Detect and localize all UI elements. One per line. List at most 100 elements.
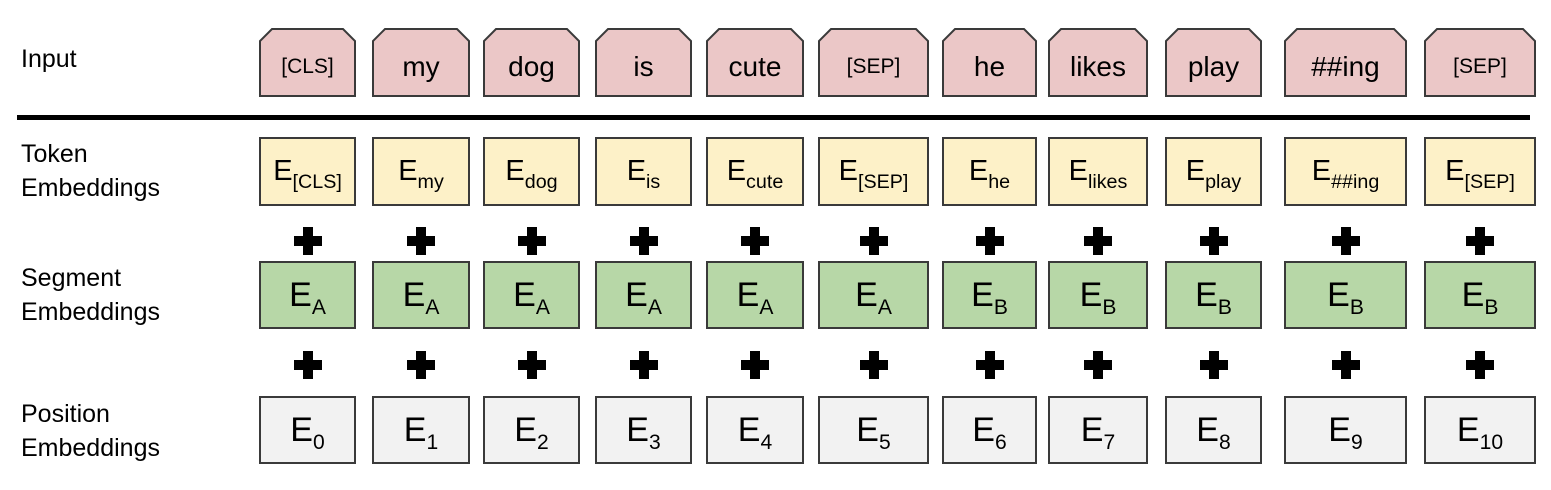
input-token-outline [818, 28, 929, 97]
segment-embedding-box: EA [706, 261, 804, 329]
token-embedding-label-base: E [726, 155, 747, 187]
position-embedding-label-subscript: 8 [1218, 431, 1231, 455]
row-label-position-line1: Position [21, 400, 110, 428]
column-5: [SEP] E[SEP] EA E5 [818, 0, 929, 490]
input-token-shape [1284, 28, 1407, 97]
position-embedding-label-base: E [1196, 410, 1219, 449]
position-embedding-label-base: E [737, 410, 761, 449]
token-embedding-label-subscript: cute [746, 170, 784, 193]
plus-icon-segment-position [629, 351, 658, 379]
input-token-outline [372, 28, 470, 97]
segment-embedding-label: EA [289, 276, 326, 320]
token-embedding-label-base: E [1445, 155, 1465, 187]
token-embedding-label-subscript: my [417, 170, 444, 193]
position-embedding-box: E4 [706, 396, 804, 464]
input-token-outline [1165, 28, 1262, 97]
input-token-text: my [402, 50, 440, 82]
token-embedding-box: E##ing [1284, 137, 1407, 206]
position-embedding-box: E2 [483, 396, 580, 464]
input-token-shape [1165, 28, 1262, 97]
token-embedding-box: Edog [483, 137, 580, 206]
input-token-text: [SEP] [846, 54, 901, 78]
token-embedding-box: E[SEP] [818, 137, 929, 206]
token-embedding-box: Eplay [1165, 137, 1262, 206]
token-embedding-label-subscript: he [988, 170, 1011, 193]
token-embedding-label-base: E [1311, 155, 1332, 187]
input-token-shape [483, 28, 580, 97]
input-token-box: [SEP] [1424, 28, 1536, 97]
position-embedding-label-subscript: 9 [1350, 431, 1363, 455]
input-token-shape [1048, 28, 1148, 97]
plus-icon-segment-position [1331, 351, 1360, 379]
input-token-shape [595, 28, 692, 97]
input-token-outline [483, 28, 580, 97]
input-token-text: is [633, 50, 654, 82]
input-token-shape [372, 28, 470, 97]
plus-icon-segment-position [517, 351, 546, 379]
segment-embedding-label-base: E [402, 275, 426, 314]
row-label-segment-line1: Segment [21, 264, 122, 292]
position-embedding-label: E4 [737, 410, 772, 455]
input-token-shape [706, 28, 804, 97]
segment-embedding-box: EA [483, 261, 580, 329]
segment-embedding-label: EA [855, 276, 892, 320]
position-embedding-label: E3 [626, 411, 660, 455]
input-token-shape [942, 28, 1037, 97]
segment-embedding-label-base: E [971, 275, 994, 314]
position-embedding-label-subscript: 5 [878, 431, 891, 455]
token-embedding-label: E[SEP] [1445, 155, 1515, 193]
input-token-shape [818, 28, 929, 97]
token-embedding-label-base: E [968, 155, 989, 187]
position-embedding-box: E8 [1165, 396, 1262, 464]
plus-icon-segment-position [1466, 351, 1494, 379]
plus-icon-token-segment [1199, 227, 1228, 255]
token-embedding-box: E[CLS] [259, 137, 356, 206]
position-embedding-box: E5 [818, 396, 929, 464]
plus-icon-token-segment [1331, 227, 1360, 255]
position-embedding-label: E0 [290, 411, 324, 455]
segment-embedding-label: EB [1195, 276, 1232, 320]
segment-embedding-label-subscript: A [759, 296, 774, 320]
segment-embedding-label: EB [1462, 276, 1499, 320]
token-embedding-label: Emy [398, 155, 444, 193]
column-0: [CLS] E[CLS] EA E0 [259, 0, 356, 490]
token-embedding-label-base: E [1068, 155, 1088, 187]
plus-icon-segment-position [1084, 351, 1112, 379]
segment-embedding-label-base: E [513, 275, 536, 314]
token-embedding-label: E[CLS] [273, 155, 342, 193]
token-embedding-box: E[SEP] [1424, 137, 1536, 206]
plus-icon-token-segment [1466, 227, 1494, 255]
segment-embedding-box: EB [942, 261, 1037, 329]
row-label-segment-line2: Embeddings [21, 298, 160, 326]
segment-embedding-label-subscript: B [1217, 296, 1232, 320]
position-embedding-label: E9 [1328, 411, 1362, 455]
position-embedding-box: E7 [1048, 396, 1148, 464]
input-token-outline [1424, 28, 1536, 97]
position-embedding-label-subscript: 4 [760, 431, 773, 455]
segment-embedding-label: EA [402, 275, 440, 320]
plus-icon-token-segment [859, 227, 888, 255]
position-embedding-label: E2 [514, 411, 548, 455]
position-embedding-box: E3 [595, 396, 692, 464]
input-token-shape [1424, 28, 1536, 97]
plus-icon-token-segment [975, 227, 1004, 255]
row-label-token-line2: Embeddings [21, 174, 160, 202]
input-token-text: he [973, 50, 1006, 82]
input-token-text: [CLS] [281, 54, 334, 78]
input-token-box: my [372, 28, 470, 97]
segment-embedding-box: EA [595, 261, 692, 329]
segment-embedding-label: EA [513, 275, 550, 320]
token-embedding-box: Elikes [1048, 137, 1148, 206]
row-label-segment-embeddings: Segment Embeddings [21, 261, 160, 329]
plus-icon-token-segment [293, 227, 322, 255]
position-embedding-label-base: E [1456, 410, 1480, 449]
segment-embedding-label-subscript: B [993, 296, 1008, 320]
plus-icon-token-segment [517, 227, 546, 255]
token-embedding-label-subscript: likes [1087, 170, 1128, 193]
plus-icon-token-segment [1084, 227, 1112, 255]
input-token-box: he [942, 28, 1037, 97]
